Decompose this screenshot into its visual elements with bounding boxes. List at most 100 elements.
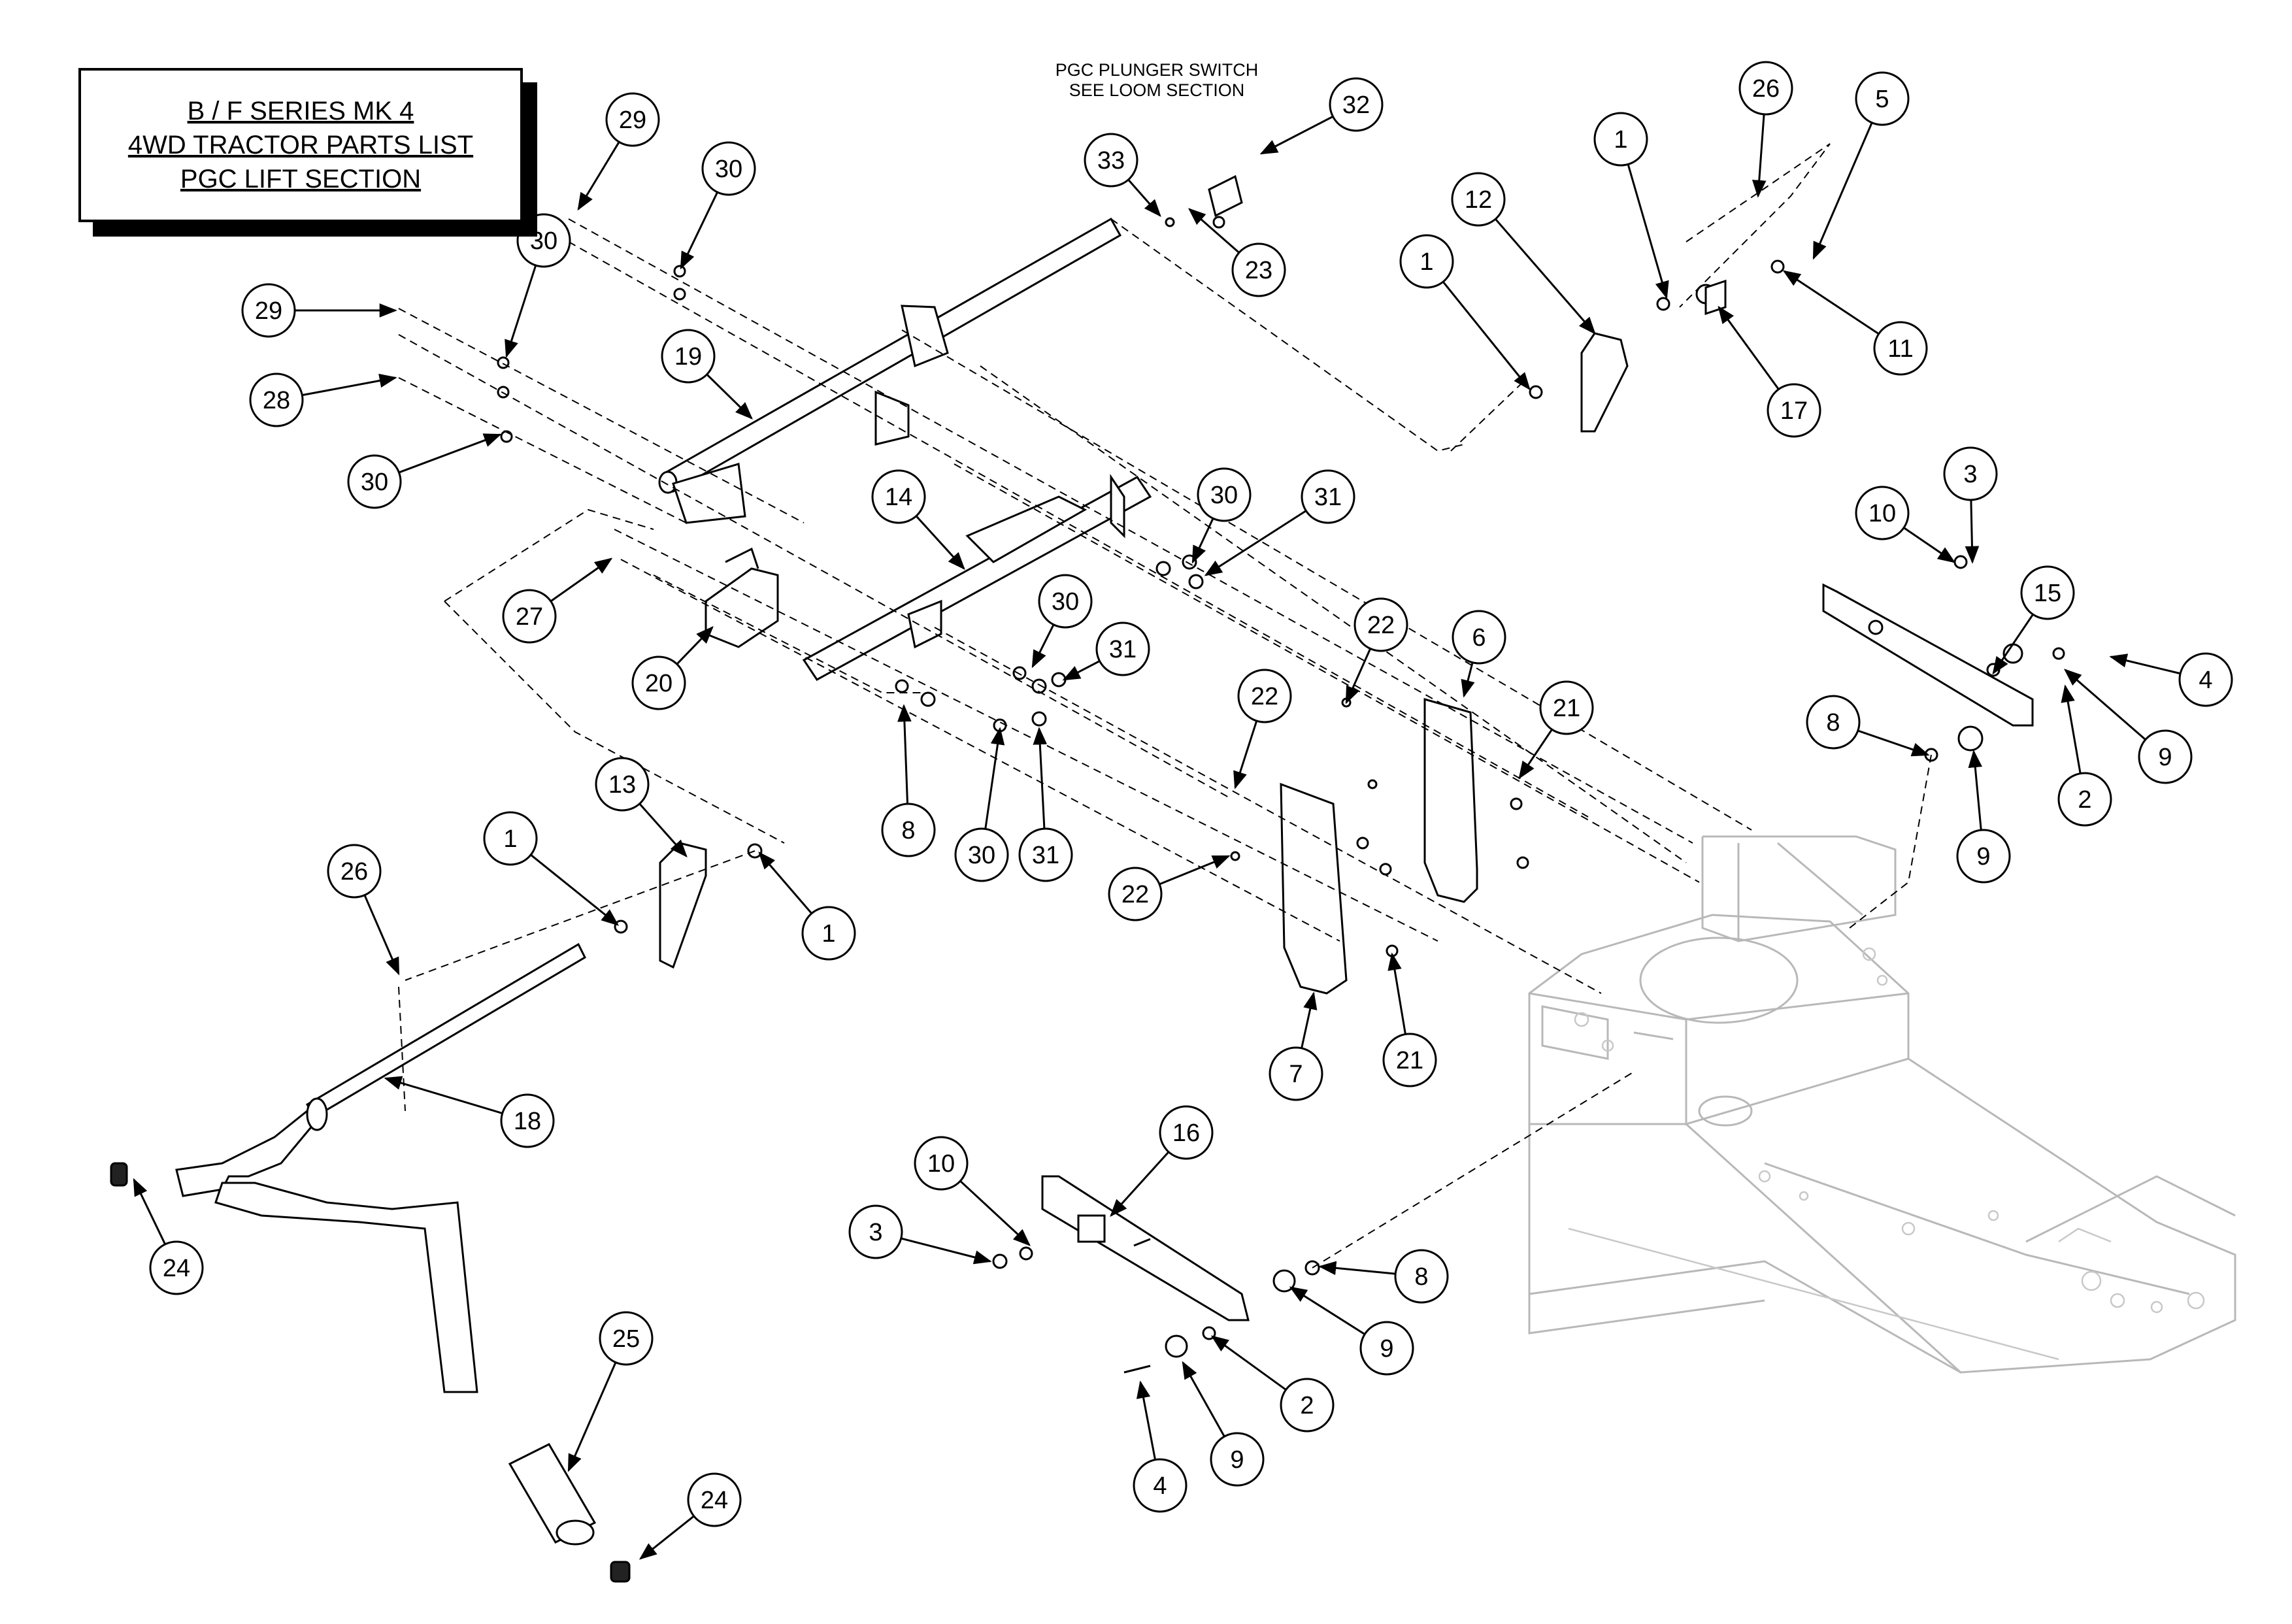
callout-bubble (1806, 695, 1861, 750)
callout-leader (577, 141, 620, 211)
callout-leader (1031, 624, 1055, 669)
callout-bubble (1452, 610, 1506, 665)
callout-bubble (954, 827, 1009, 882)
callout-leader (1159, 855, 1231, 886)
assembly-lines (398, 143, 1932, 1268)
callout-leader (1182, 1361, 1225, 1437)
callout-29: 29 (577, 92, 660, 211)
callout-4: 4 (1133, 1380, 1188, 1513)
plunger-note-line2: SEE LOOM SECTION (1069, 80, 1245, 100)
callout-31: 31 (1062, 621, 1150, 681)
callout-28: 28 (249, 373, 397, 427)
callout-32: 32 (1259, 77, 1384, 155)
callout-bubble (1280, 1378, 1335, 1433)
callout-bubble (149, 1240, 204, 1295)
callout-10: 10 (914, 1136, 1031, 1246)
callout-21: 21 (1518, 680, 1594, 780)
callout-number: 26 (340, 858, 368, 886)
plunger-switch-note: PGC PLUNGER SWITCH SEE LOOM SECTION (1026, 60, 1287, 101)
callout-leader (505, 265, 537, 358)
callout-number: 8 (901, 817, 915, 844)
callout-number: 31 (1314, 484, 1342, 511)
callout-leader (1903, 527, 1956, 563)
callout-number: 13 (608, 771, 636, 799)
levers-12-13 (659, 332, 1629, 969)
callout-3: 3 (1943, 446, 1998, 564)
callout-leader (567, 1362, 617, 1472)
callout-bubble (2057, 772, 2112, 827)
callout-bubble (1873, 321, 1928, 376)
callout-bubble (1159, 1105, 1214, 1160)
callout-bubble (1382, 1033, 1437, 1087)
callout-leader (676, 626, 714, 665)
callout-30: 30 (680, 141, 756, 270)
callout-bubble (1593, 112, 1648, 167)
callout-number: 30 (968, 842, 995, 869)
callout-7: 7 (1269, 991, 1323, 1101)
callout-12: 12 (1451, 172, 1596, 335)
callout-number: 4 (2199, 667, 2212, 694)
callout-number: 33 (1097, 147, 1125, 174)
callout-bubble (500, 1093, 555, 1148)
callout-number: 23 (1245, 257, 1272, 284)
callout-bubble (327, 844, 382, 899)
callout-number: 25 (612, 1325, 640, 1353)
callout-bubble (1018, 827, 1073, 882)
callout-leader (1062, 660, 1101, 681)
callout-number: 7 (1289, 1061, 1303, 1088)
callout-1: 1 (1593, 112, 1669, 299)
callout-bubble (701, 141, 756, 196)
callout-33: 33 (1084, 133, 1161, 218)
callout-14: 14 (871, 469, 965, 570)
callout-leader (2109, 654, 2181, 675)
callout-number: 1 (822, 920, 835, 948)
callout-leader (1191, 518, 1214, 564)
callout-9: 9 (1182, 1361, 1265, 1487)
callout-number: 31 (1032, 842, 1059, 869)
callout-leader (302, 373, 397, 397)
callout-leader (2061, 684, 2082, 774)
callout-6: 6 (1452, 610, 1506, 698)
plunger-note-line1: PGC PLUNGER SWITCH (1055, 60, 1259, 80)
callout-13: 13 (595, 757, 688, 858)
callout-leader (384, 1076, 503, 1114)
callout-leader (1812, 122, 1873, 260)
callout-number: 29 (255, 297, 282, 325)
callout-leader (1136, 1380, 1157, 1460)
callout-leader (1210, 1335, 1287, 1391)
grip-and-caps (110, 1162, 631, 1583)
callout-bubble (1855, 71, 1910, 126)
callout-bubble (1329, 77, 1384, 132)
callout-22: 22 (1233, 669, 1292, 789)
callout-1: 1 (1399, 234, 1531, 391)
callout-leader (1495, 218, 1596, 335)
callout-bubble (801, 906, 856, 961)
callout-leader (1387, 952, 1406, 1035)
tractor-frame (1528, 835, 2236, 1374)
callout-leader (1442, 281, 1531, 391)
callout-number: 9 (1976, 843, 1990, 870)
callout-18: 18 (384, 1076, 555, 1148)
callout-number: 1 (1614, 126, 1627, 154)
callout-leader (1318, 1261, 1396, 1276)
callout-leader (133, 1178, 166, 1245)
callout-bubble (1210, 1432, 1265, 1487)
callout-leader (1857, 729, 1930, 757)
callout-number: 30 (530, 227, 557, 255)
callout-leader (680, 191, 719, 270)
callout-2: 2 (2057, 684, 2112, 827)
callout-leader (1627, 164, 1669, 299)
callout-1: 1 (483, 811, 620, 926)
cross-shaft (658, 217, 1122, 524)
callout-bubble (502, 589, 557, 644)
small-hardware (497, 174, 2065, 1374)
callout-number: 21 (1553, 695, 1580, 722)
callout-number: 18 (514, 1108, 541, 1135)
callout-number: 14 (885, 484, 912, 511)
callout-number: 1 (503, 825, 517, 853)
callout-leader (1968, 750, 1983, 831)
lift-handle (175, 942, 586, 1393)
bracket-20 (705, 547, 779, 648)
